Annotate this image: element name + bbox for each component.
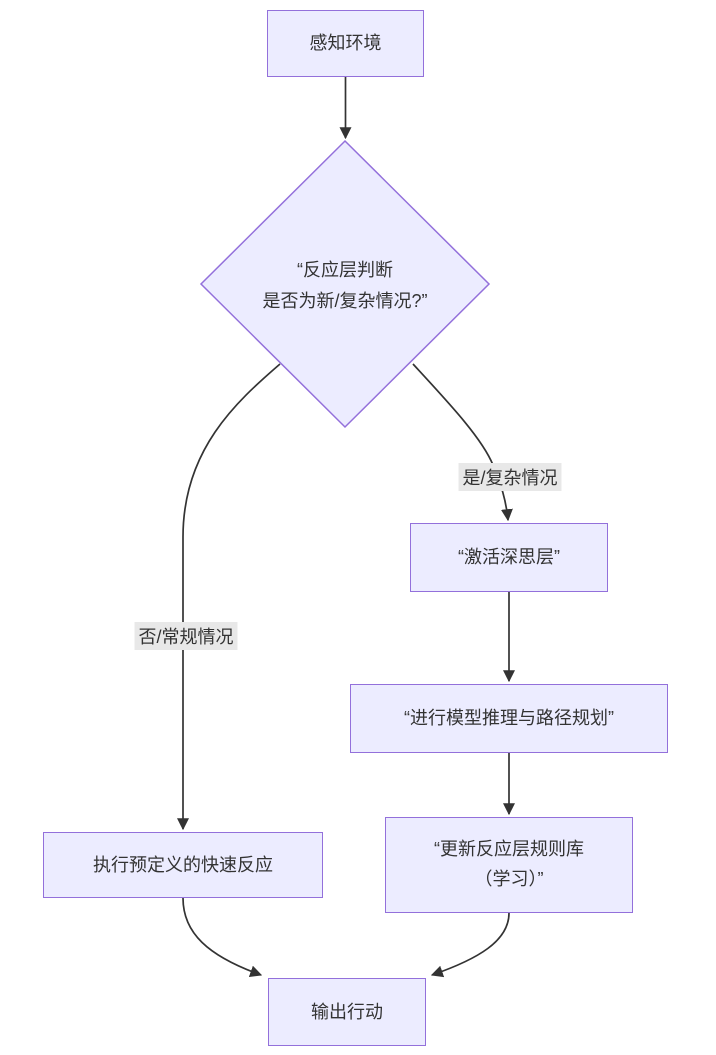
node-perceive-environment: 感知环境: [267, 10, 424, 77]
node-predefined-fast-response-label: 执行预定义的快速反应: [93, 854, 273, 875]
node-decision-label-line2: 是否为新/复杂情况?”: [262, 291, 428, 311]
node-update-label-line1: “更新反应层规则库: [434, 839, 584, 860]
node-model-reasoning-path-planning-label: “进行模型推理与路径规划”: [404, 708, 614, 729]
edge-update-to-output: [430, 912, 510, 978]
edge-label-no-routine: 否/常规情况: [134, 622, 238, 650]
node-perceive-environment-label: 感知环境: [309, 33, 382, 54]
edge-decision-to-activate-yes: [412, 363, 513, 522]
node-activate-deliberation-layer-label: “激活深思层”: [458, 547, 560, 568]
edge-fast-to-output: [182, 897, 263, 978]
node-update-reactive-rules-label: “更新反应层规则库 （学习）”: [434, 835, 584, 894]
node-update-label-line2: （学习）”: [474, 869, 544, 889]
node-output-action: 输出行动: [268, 978, 426, 1046]
edge-label-yes-complex: 是/复杂情况: [458, 463, 562, 491]
node-output-action-label: 输出行动: [311, 1001, 383, 1022]
node-decision-reactive-layer: “反应层判断 是否为新/复杂情况?”: [205, 243, 485, 329]
node-predefined-fast-response: 执行预定义的快速反应: [43, 832, 323, 898]
node-update-reactive-rules: “更新反应层规则库 （学习）”: [385, 817, 633, 913]
node-decision-label-line1: “反应层判断: [297, 259, 393, 280]
node-activate-deliberation-layer: “激活深思层”: [410, 523, 608, 592]
node-model-reasoning-path-planning: “进行模型推理与路径规划”: [350, 684, 668, 753]
edge-decision-to-fast-no: [177, 363, 281, 831]
decision-diamond-shape: [199, 139, 491, 429]
